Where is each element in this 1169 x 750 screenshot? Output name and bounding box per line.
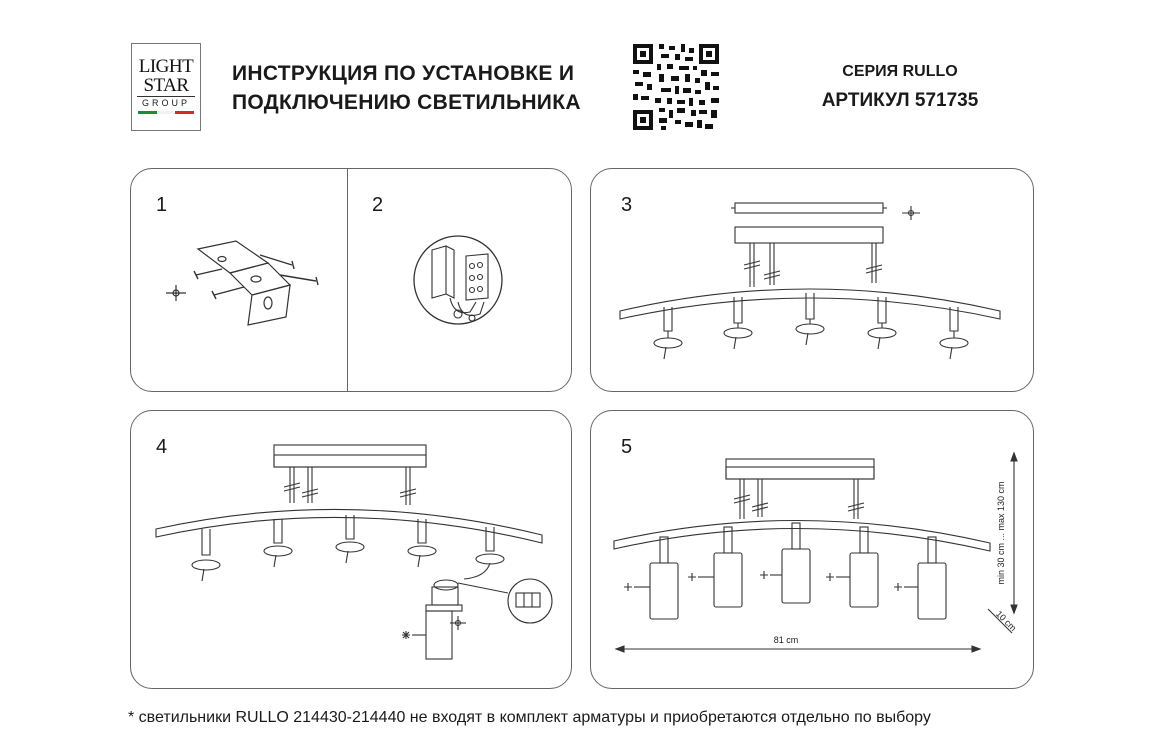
canopy [725, 458, 875, 480]
spot-lamps [649, 522, 947, 620]
logo-line-2: STAR [143, 75, 189, 96]
bracket-front [247, 284, 291, 326]
curved-bar [155, 508, 543, 544]
step-4-illustration [155, 444, 553, 660]
step-number-3: 3 [621, 194, 633, 216]
article-label: АРТИКУЛ 571735 [821, 90, 979, 111]
cable [463, 562, 491, 580]
curved-bar [613, 519, 991, 552]
step-number-2: 2 [372, 194, 384, 216]
step-5-illustration: 81 cm min 30 cm ... max 130 cm 10 cm [613, 451, 1018, 653]
terminal-block [465, 253, 489, 301]
bracket-side [228, 262, 292, 296]
title-line-1: ИНСТРУКЦИЯ ПО УСТАНОВКЕ И [232, 62, 575, 85]
brand-logo: LIGHT STAR GROUP [131, 43, 201, 131]
step-3-illustration [619, 202, 1001, 360]
spot-holders [191, 515, 505, 582]
step-number-4: 4 [156, 436, 168, 458]
ceiling-plate [734, 202, 884, 214]
screwdriver-icon [166, 285, 186, 301]
asterisk-marker [402, 631, 410, 639]
logo-line-3: GROUP [137, 96, 195, 108]
connector-detail [507, 578, 553, 624]
canopy [273, 444, 427, 468]
width-label: 81 cm [774, 635, 799, 645]
spot-holders [653, 293, 969, 360]
footnote: * светильники RULLO 214430-214440 не вхо… [128, 709, 931, 726]
screwdriver-icon [450, 616, 466, 630]
logo-flag [138, 111, 195, 114]
panel-step-3 [590, 168, 1034, 392]
qr-code-icon [633, 44, 719, 130]
title-line-2: ПОДКЛЮЧЕНИЮ СВЕТИЛЬНИКА [232, 91, 581, 114]
step-number-1: 1 [156, 194, 168, 216]
panel-step-4 [130, 410, 572, 689]
shade-cylinder [425, 610, 453, 660]
bracket-top [196, 240, 270, 274]
depth-dimension [987, 608, 1013, 634]
step-2-illustration [413, 235, 503, 325]
connector-icon [515, 592, 541, 608]
series-label: СЕРИЯ RULLO [842, 63, 958, 80]
screwdriver-icon [902, 206, 920, 220]
panel-divider [347, 169, 348, 391]
product-info: СЕРИЯ RULLO АРТИКУЛ 571735 [800, 60, 1000, 118]
width-dimension [614, 645, 982, 653]
curved-bar [619, 288, 1001, 320]
logo-line-1: LIGHT [138, 56, 194, 77]
asterisk-marker [624, 571, 918, 591]
screw-icon [193, 254, 319, 300]
height-dimension [1010, 451, 1018, 615]
panel-steps-1-2 [130, 168, 572, 392]
panel-step-5 [590, 410, 1034, 689]
height-label: min 30 cm ... max 130 cm [996, 481, 1006, 584]
step-1-illustration [166, 240, 319, 326]
shade-fitting [425, 579, 463, 660]
page-title: ИНСТРУКЦИЯ ПО УСТАНОВКЕ И ПОДКЛЮЧЕНИЮ СВ… [232, 59, 581, 117]
canopy [734, 226, 884, 244]
step-number-5: 5 [621, 436, 633, 458]
